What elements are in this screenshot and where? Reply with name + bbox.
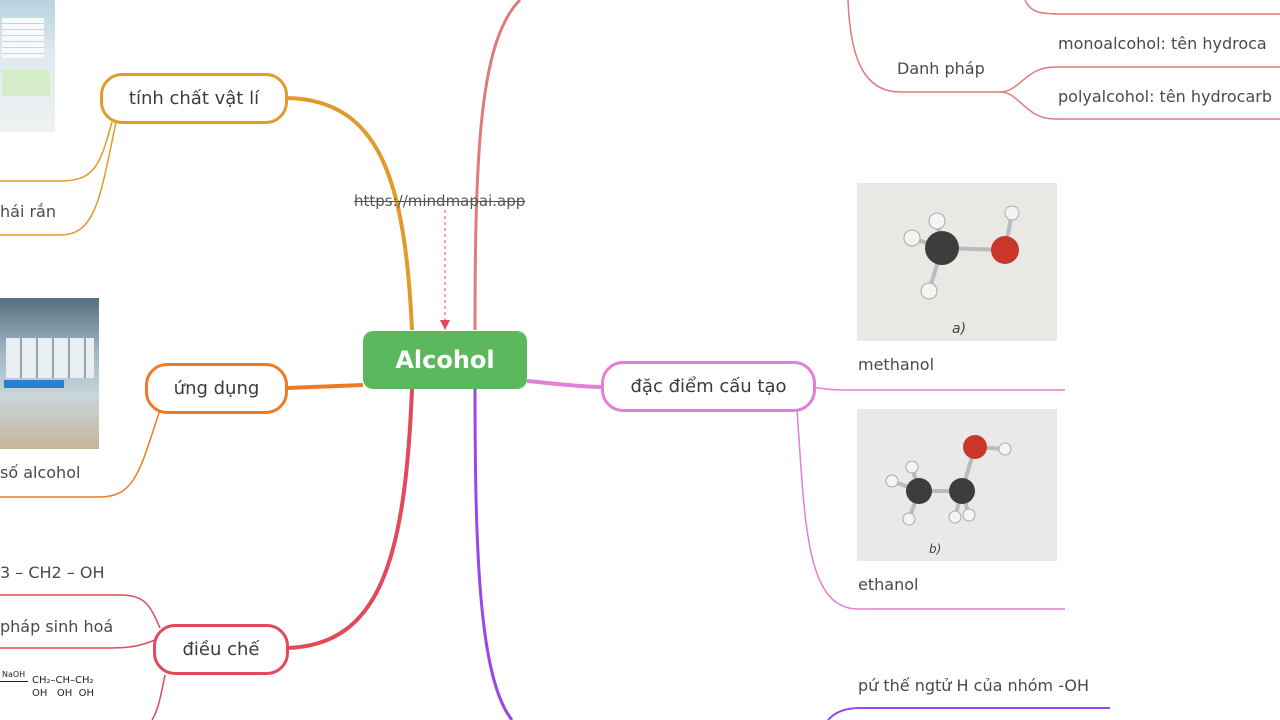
- connector-prep-leaf2: [0, 639, 156, 649]
- connector-structure: [526, 379, 604, 389]
- branch-preparation[interactable]: điều chế: [153, 624, 289, 675]
- formula-arrow: [0, 681, 28, 682]
- connector-ethanol: [796, 409, 1065, 610]
- connector-uses-leaf: [0, 409, 161, 498]
- methanol-molecule: a): [903, 205, 1020, 337]
- formula-top: CH₂–CH–CH₂: [32, 675, 94, 686]
- connector-prep-leaf3: [151, 674, 166, 720]
- connector-prep: [286, 388, 414, 650]
- leaf-monoalcohol[interactable]: monoalcohol: tên hydroca: [1058, 34, 1267, 53]
- ethanol-image: b): [857, 409, 1057, 561]
- leaf-uses[interactable]: số alcohol: [0, 463, 81, 482]
- connector-top-right: [1024, 0, 1280, 15]
- formula-bottom: OH OH OH: [32, 688, 95, 699]
- uses-photo: [0, 298, 99, 449]
- leaf-prep-formula[interactable]: 3 – CH2 – OH: [0, 563, 105, 582]
- ethanol-caption: b): [929, 542, 941, 556]
- central-topic[interactable]: Alcohol: [363, 331, 527, 389]
- formula-naoh: NaOH: [2, 670, 26, 679]
- leaf-ethanol[interactable]: ethanol: [858, 575, 919, 594]
- connector-physical-leaf1: [0, 121, 113, 182]
- watermark-arrowhead: [440, 320, 450, 330]
- methanol-image: a): [857, 183, 1057, 341]
- glycerol-formula: NaOH CH₂–CH–CH₂ OH OH OH: [0, 668, 110, 708]
- connector-naming: [473, 0, 522, 331]
- leaf-prep-biochem[interactable]: pháp sinh hoá: [0, 617, 114, 636]
- leaf-polyalcohol[interactable]: polyalcohol: tên hydrocarb: [1058, 87, 1273, 106]
- physical-properties-photo: [0, 0, 55, 132]
- leaf-physical[interactable]: hái rắn: [0, 202, 56, 221]
- connector-uses: [286, 383, 364, 390]
- leaf-reaction[interactable]: pứ thế ngtử H của nhóm -OH: [858, 676, 1090, 695]
- ethanol-molecule: b): [885, 435, 1012, 556]
- connector-methanol: [812, 386, 1065, 391]
- watermark-link[interactable]: https://mindmapai.app: [354, 192, 526, 210]
- connector-physical-leaf2: [0, 121, 117, 236]
- connector-polyalcohol: [999, 91, 1280, 120]
- connector-reaction-leaf: [827, 707, 1110, 720]
- branch-uses[interactable]: ứng dụng: [145, 363, 288, 414]
- connector-nomenclature-up: [847, 0, 1000, 93]
- leaf-nomenclature[interactable]: Danh pháp: [897, 59, 985, 78]
- methanol-caption: a): [952, 321, 966, 337]
- branch-physical-properties[interactable]: tính chất vật lí: [100, 73, 288, 124]
- leaf-methanol[interactable]: methanol: [858, 355, 935, 374]
- branch-structure[interactable]: đặc điểm cấu tạo: [601, 361, 816, 412]
- connector-physical: [286, 96, 414, 331]
- connector-monoalcohol: [999, 66, 1280, 93]
- connector-prep-leaf1: [0, 594, 161, 629]
- connector-reaction: [473, 388, 514, 720]
